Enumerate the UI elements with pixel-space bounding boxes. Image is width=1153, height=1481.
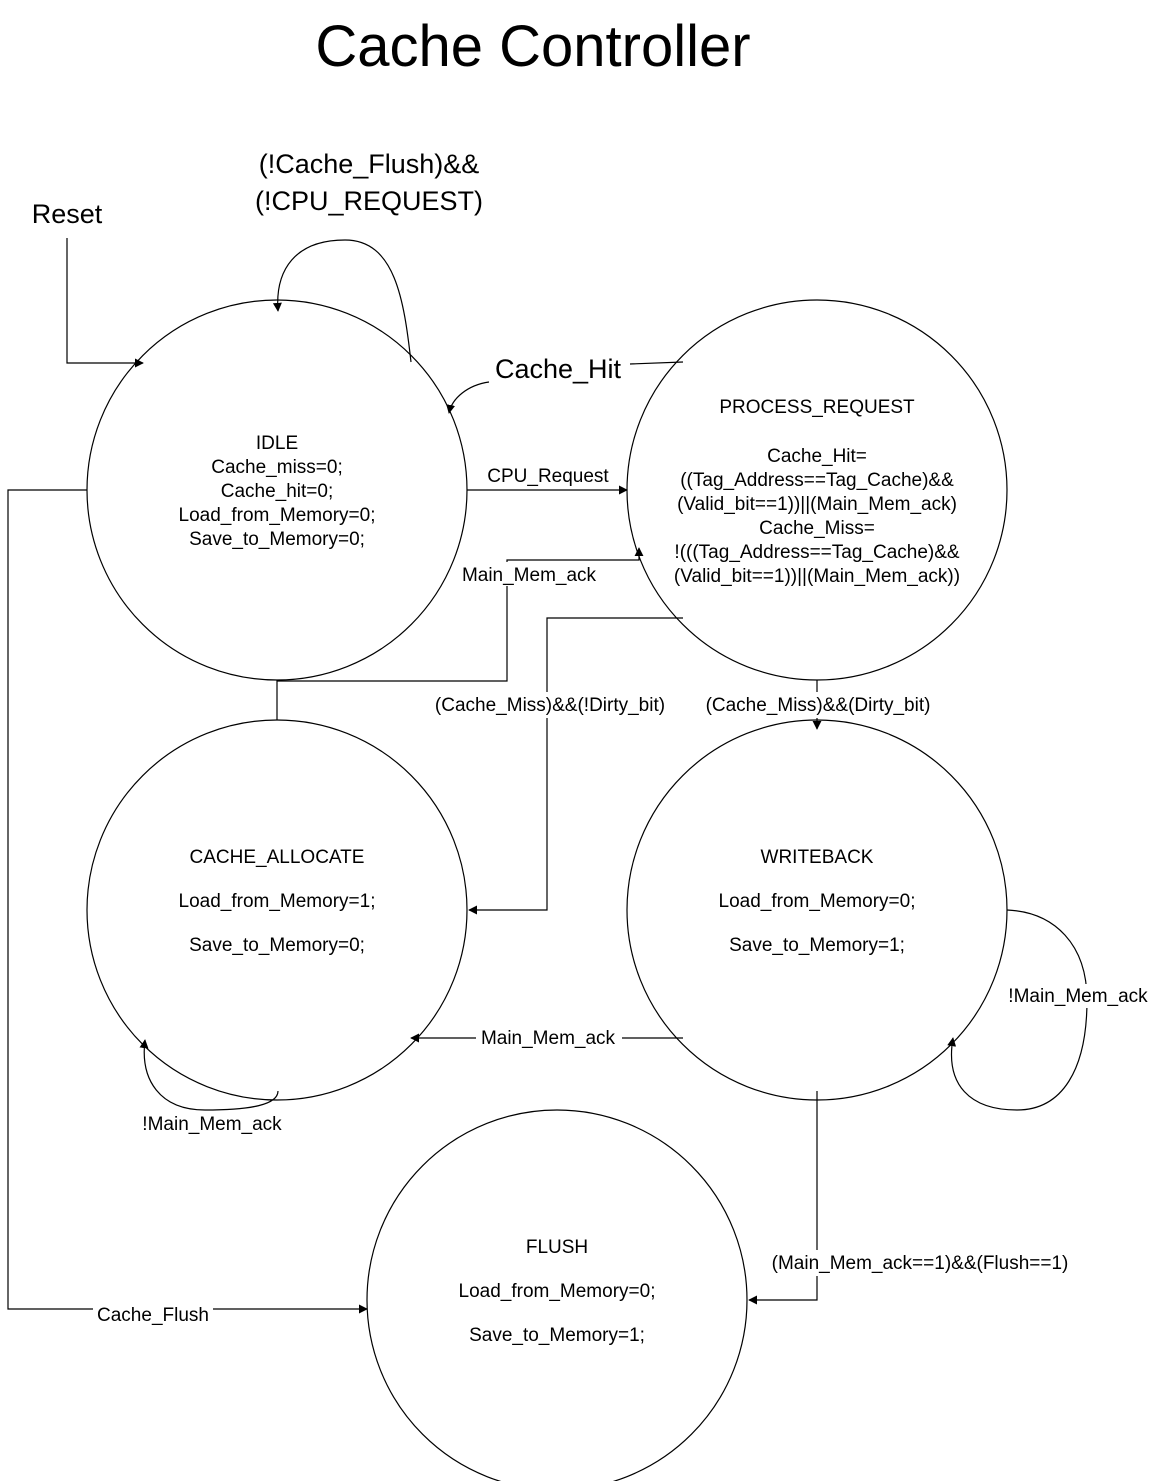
alloc-to-pr-edge bbox=[276, 547, 644, 720]
alloc-self-loop bbox=[139, 1039, 279, 1111]
miss-dirty-label: (Cache_Miss)&&(Dirty_bit) bbox=[706, 695, 931, 716]
state-flush bbox=[366, 1109, 748, 1481]
idle-line: Cache_hit=0; bbox=[221, 481, 334, 502]
idle-self-loop-label-1: (!Cache_Flush)&& bbox=[259, 149, 480, 179]
wb-self-loop bbox=[947, 909, 1088, 1111]
wb-to-flush-edge bbox=[748, 1091, 818, 1305]
alloc-line: Save_to_Memory=0; bbox=[189, 935, 365, 956]
cpu-request-label: CPU_Request bbox=[487, 466, 609, 487]
wb-name: WRITEBACK bbox=[761, 847, 874, 868]
idle-self-loop-label-2: (!CPU_REQUEST) bbox=[255, 186, 483, 216]
pr-line: (Valid_bit==1))||(Main_Mem_ack)) bbox=[674, 566, 960, 587]
alloc-self-loop-label: !Main_Mem_ack bbox=[142, 1114, 282, 1135]
cache-hit-edge bbox=[449, 361, 684, 413]
wb-to-flush-label: (Main_Mem_ack==1)&&(Flush==1) bbox=[772, 1253, 1069, 1274]
wb-self-loop-label: !Main_Mem_ack bbox=[1008, 986, 1148, 1007]
idle-line: Cache_miss=0; bbox=[211, 457, 342, 478]
reset-arrow bbox=[66, 238, 144, 368]
pr-name: PROCESS_REQUEST bbox=[719, 397, 915, 418]
idle-name: IDLE bbox=[256, 433, 298, 454]
diagram-title: Cache Controller bbox=[315, 14, 750, 79]
wb-line: Save_to_Memory=1; bbox=[729, 935, 905, 956]
wb-to-alloc-label: Main_Mem_ack bbox=[481, 1028, 616, 1049]
idle-line: Load_from_Memory=0; bbox=[179, 505, 376, 526]
pr-line: Cache_Miss= bbox=[759, 518, 875, 539]
pr-line: Cache_Hit= bbox=[767, 446, 867, 467]
flush-line: Load_from_Memory=0; bbox=[459, 1281, 656, 1302]
alloc-line: Load_from_Memory=1; bbox=[179, 891, 376, 912]
reset-label: Reset bbox=[32, 199, 103, 229]
pr-line: !(((Tag_Address==Tag_Cache)&& bbox=[674, 542, 959, 563]
cache-flush-label: Cache_Flush bbox=[97, 1305, 209, 1326]
alloc-name: CACHE_ALLOCATE bbox=[190, 847, 365, 868]
flush-name: FLUSH bbox=[526, 1237, 588, 1258]
pr-line: ((Tag_Address==Tag_Cache)&& bbox=[680, 470, 954, 491]
idle-self-loop bbox=[272, 239, 412, 363]
miss-not-dirty-label: (Cache_Miss)&&(!Dirty_bit) bbox=[435, 695, 665, 716]
wb-line: Load_from_Memory=0; bbox=[719, 891, 916, 912]
flush-line: Save_to_Memory=1; bbox=[469, 1325, 645, 1346]
miss-not-dirty-edge bbox=[468, 617, 683, 915]
cache-hit-label: Cache_Hit bbox=[495, 354, 622, 384]
alloc-to-pr-label: Main_Mem_ack bbox=[462, 565, 597, 586]
pr-line: (Valid_bit==1))||(Main_Mem_ack) bbox=[677, 494, 957, 515]
idle-line: Save_to_Memory=0; bbox=[189, 529, 365, 550]
